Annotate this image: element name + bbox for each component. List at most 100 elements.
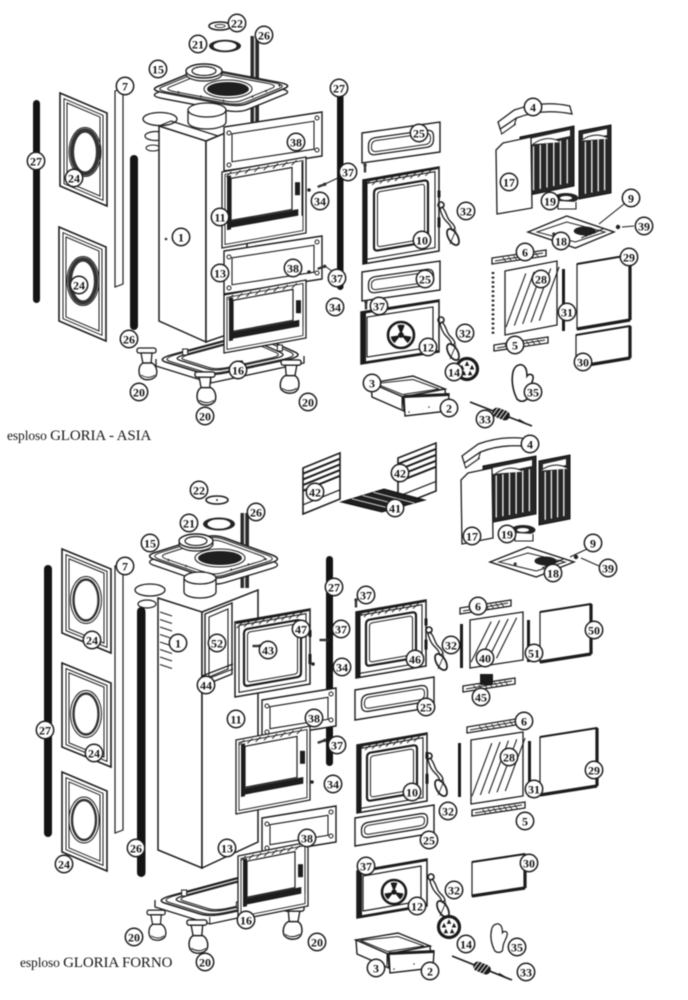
svg-text:21: 21 — [183, 516, 195, 530]
svg-text:25: 25 — [423, 833, 435, 847]
svg-text:27: 27 — [39, 723, 51, 737]
svg-text:25: 25 — [419, 272, 431, 286]
svg-text:18: 18 — [547, 566, 559, 580]
svg-text:esploso GLORIA FORNO: esploso GLORIA FORNO — [20, 955, 173, 971]
svg-text:27: 27 — [328, 580, 340, 594]
svg-text:30: 30 — [577, 355, 589, 369]
svg-text:34: 34 — [327, 777, 339, 791]
svg-text:41: 41 — [389, 501, 401, 515]
svg-text:26: 26 — [123, 332, 135, 346]
svg-text:46: 46 — [409, 652, 421, 666]
svg-text:2: 2 — [427, 964, 433, 978]
svg-text:6: 6 — [475, 599, 481, 613]
svg-text:25: 25 — [420, 700, 432, 714]
svg-text:28: 28 — [503, 750, 515, 764]
svg-text:11: 11 — [214, 210, 225, 224]
svg-text:20: 20 — [199, 409, 211, 423]
svg-text:37: 37 — [373, 299, 385, 313]
svg-text:47: 47 — [295, 622, 307, 636]
svg-text:30: 30 — [523, 856, 535, 870]
svg-text:21: 21 — [192, 37, 204, 51]
svg-text:32: 32 — [460, 204, 472, 218]
svg-text:34: 34 — [336, 660, 348, 674]
svg-text:19: 19 — [501, 527, 513, 541]
svg-text:42: 42 — [394, 466, 406, 480]
svg-text:6: 6 — [521, 714, 527, 728]
svg-text:3: 3 — [369, 376, 375, 390]
svg-text:24: 24 — [86, 633, 98, 647]
svg-text:5: 5 — [512, 338, 518, 352]
svg-text:3: 3 — [373, 961, 379, 975]
svg-text:32: 32 — [442, 804, 454, 818]
svg-text:esploso GLORIA - ASIA: esploso GLORIA - ASIA — [7, 428, 152, 444]
svg-text:7: 7 — [122, 559, 128, 573]
svg-text:11: 11 — [230, 712, 241, 726]
svg-text:34: 34 — [314, 194, 326, 208]
svg-text:25: 25 — [413, 126, 425, 140]
svg-text:34: 34 — [329, 300, 341, 314]
svg-text:52: 52 — [211, 636, 223, 650]
svg-text:44: 44 — [200, 678, 212, 692]
svg-text:9: 9 — [628, 191, 634, 205]
svg-text:45: 45 — [475, 690, 487, 704]
svg-text:20: 20 — [311, 935, 323, 949]
svg-text:50: 50 — [588, 623, 600, 637]
svg-text:38: 38 — [290, 135, 302, 149]
svg-text:35: 35 — [511, 940, 523, 954]
svg-text:51: 51 — [528, 646, 540, 660]
svg-text:17: 17 — [466, 529, 478, 543]
svg-text:12: 12 — [411, 899, 423, 913]
svg-text:39: 39 — [638, 219, 650, 233]
svg-text:7: 7 — [122, 79, 128, 93]
svg-text:5: 5 — [522, 814, 528, 828]
svg-text:19: 19 — [544, 194, 556, 208]
svg-text:35: 35 — [527, 385, 539, 399]
svg-text:18: 18 — [555, 234, 567, 248]
svg-text:33: 33 — [520, 965, 532, 979]
svg-text:4: 4 — [530, 100, 536, 114]
svg-text:15: 15 — [152, 62, 164, 76]
svg-text:9: 9 — [590, 536, 596, 550]
svg-text:13: 13 — [214, 266, 226, 280]
svg-text:31: 31 — [528, 782, 540, 796]
svg-text:38: 38 — [301, 831, 313, 845]
svg-text:33: 33 — [479, 412, 491, 426]
svg-text:24: 24 — [68, 171, 80, 185]
svg-text:32: 32 — [445, 638, 457, 652]
svg-text:2: 2 — [446, 401, 452, 415]
svg-text:14: 14 — [448, 365, 460, 379]
svg-text:1: 1 — [175, 636, 181, 650]
svg-text:22: 22 — [193, 483, 205, 497]
svg-text:37: 37 — [331, 738, 343, 752]
svg-text:39: 39 — [602, 561, 614, 575]
svg-text:28: 28 — [535, 272, 547, 286]
svg-text:43: 43 — [262, 643, 274, 657]
svg-text:24: 24 — [88, 746, 100, 760]
svg-text:37: 37 — [335, 622, 347, 636]
svg-text:40: 40 — [479, 651, 491, 665]
svg-text:26: 26 — [250, 505, 262, 519]
svg-text:20: 20 — [133, 385, 145, 399]
svg-text:26: 26 — [258, 28, 270, 42]
svg-text:37: 37 — [342, 165, 354, 179]
svg-text:29: 29 — [623, 250, 635, 264]
svg-text:38: 38 — [308, 711, 320, 725]
svg-text:10: 10 — [406, 785, 418, 799]
svg-text:12: 12 — [422, 340, 434, 354]
svg-text:16: 16 — [240, 913, 252, 927]
svg-text:13: 13 — [221, 841, 233, 855]
svg-text:38: 38 — [287, 261, 299, 275]
svg-text:27: 27 — [333, 81, 345, 95]
svg-text:6: 6 — [522, 245, 528, 259]
svg-text:31: 31 — [561, 305, 573, 319]
svg-text:4: 4 — [527, 437, 533, 451]
svg-text:29: 29 — [588, 763, 600, 777]
svg-text:27: 27 — [30, 154, 42, 168]
svg-text:37: 37 — [360, 588, 372, 602]
svg-text:20: 20 — [199, 955, 211, 969]
svg-text:37: 37 — [360, 859, 372, 873]
svg-text:24: 24 — [58, 857, 70, 871]
svg-text:22: 22 — [231, 16, 243, 30]
svg-text:17: 17 — [503, 175, 515, 189]
svg-text:20: 20 — [128, 930, 140, 944]
